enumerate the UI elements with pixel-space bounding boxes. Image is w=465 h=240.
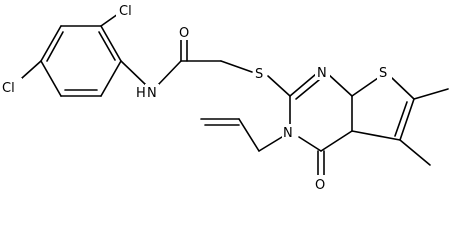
bond [351,130,401,141]
bond [40,25,62,62]
atom-label-thioether-s: S [255,67,263,82]
bond [100,60,122,97]
atom-label-ring-n-lower: N [283,126,293,141]
bond [413,88,449,100]
bond [156,60,182,87]
bond [220,60,253,73]
bond [40,60,62,97]
atom-label-amide-o: O [179,26,189,41]
bond [289,73,317,97]
bond [100,25,122,62]
atom-label-cl-left: Cl [2,81,15,96]
bond [399,139,431,166]
atom-label-amide-h: H [136,86,146,101]
bond [258,136,283,152]
bond [295,79,320,100]
bond [320,130,353,152]
bond-layer [21,13,449,176]
bond [120,60,148,87]
atom-layer: Cl Cl O N H S N N S O [0,2,392,193]
atom-label-ring-n-upper: N [317,66,327,81]
atom-label-carbonyl-o: O [315,178,325,193]
bond [391,77,415,100]
bond [98,31,116,61]
molecule-structure: Cl Cl O N H S N N S O [0,2,449,193]
bond [21,60,42,79]
atom-label-thiophene-s: S [379,66,387,81]
bond [327,73,353,97]
bond [351,77,379,97]
atom-label-cl-top: Cl [119,4,132,19]
bond [267,75,291,97]
bond [298,136,322,152]
bond [46,31,64,62]
bond [394,101,408,137]
atom-label-amide-n: N [147,86,157,101]
bond [399,98,415,141]
bond [238,118,260,152]
bond [100,13,119,27]
